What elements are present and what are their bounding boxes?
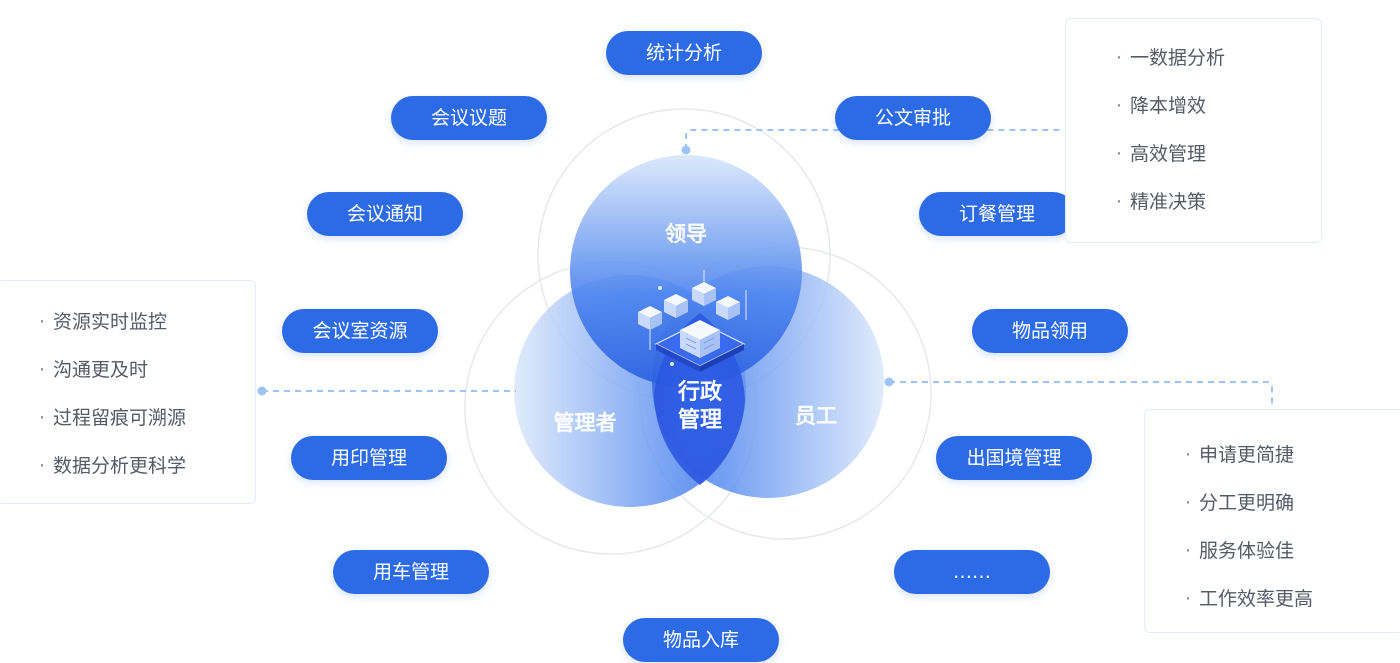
bullet: · xyxy=(39,455,46,477)
bullet: · xyxy=(1116,191,1123,213)
list-item: ·一数据分析 xyxy=(1116,47,1226,69)
module-vehicle-management[interactable]: 用车管理 xyxy=(333,550,489,594)
bullet: · xyxy=(1185,588,1192,610)
bullet: · xyxy=(39,407,46,429)
module-label: 用印管理 xyxy=(330,447,407,469)
list-item: ·数据分析更科学 xyxy=(39,455,187,477)
staff-connector-dot xyxy=(884,377,894,387)
leader-label: 领导 xyxy=(665,222,707,246)
list-item: ·降本增效 xyxy=(1116,95,1207,117)
module-label: 出国境管理 xyxy=(966,447,1062,469)
leader-connector-dot xyxy=(681,145,691,155)
module-label: 物品领用 xyxy=(1011,320,1088,342)
staff-connector xyxy=(889,381,1273,408)
staff-label: 员工 xyxy=(795,404,837,428)
leader-connector xyxy=(685,129,1064,150)
server-cluster-icon xyxy=(638,270,747,372)
list-item: ·资源实时监控 xyxy=(39,311,168,333)
manager-benefits-panel: ·资源实时监控 ·沟通更及时 ·过程留痕可溯源 ·数据分析更科学 xyxy=(0,280,256,504)
module-label: 物品入库 xyxy=(662,629,739,651)
list-item: ·精准决策 xyxy=(1116,191,1207,213)
module-label: 公文审批 xyxy=(874,107,951,129)
module-label: 会议室资源 xyxy=(312,320,408,342)
module-goods-storage[interactable]: 物品入库 xyxy=(623,618,779,662)
bullet: · xyxy=(1116,95,1123,117)
module-label: 会议通知 xyxy=(346,203,423,225)
bullet: · xyxy=(1185,540,1192,562)
module-meal-ordering[interactable]: 订餐管理 xyxy=(919,192,1075,236)
module-label: 用车管理 xyxy=(372,561,449,583)
bullet: · xyxy=(1185,492,1192,514)
staff-benefits-panel: ·申请更简捷 ·分工更明确 ·服务体验佳 ·工作效率更高 xyxy=(1144,409,1400,633)
module-statistics[interactable]: 统计分析 xyxy=(606,31,762,75)
leader-circle xyxy=(570,155,802,387)
list-item: ·过程留痕可溯源 xyxy=(39,407,187,429)
module-label: 统计分析 xyxy=(645,42,722,64)
list-item: ·服务体验佳 xyxy=(1185,540,1295,562)
module-overseas-travel[interactable]: 出国境管理 xyxy=(936,436,1092,480)
center-label-line1: 行政 xyxy=(677,380,722,405)
list-item: ·工作效率更高 xyxy=(1185,588,1314,610)
module-label: 订餐管理 xyxy=(958,203,1035,225)
module-meeting-topics[interactable]: 会议议题 xyxy=(391,96,547,140)
module-more[interactable]: …… xyxy=(894,550,1050,594)
leader-benefits-panel: ·一数据分析 ·降本增效 ·高效管理 ·精准决策 xyxy=(1065,18,1322,243)
module-label: …… xyxy=(953,561,991,583)
module-document-approval[interactable]: 公文审批 xyxy=(835,96,991,140)
manager-connector-dot xyxy=(257,386,267,396)
list-item: ·申请更简捷 xyxy=(1185,444,1295,466)
module-seal-management[interactable]: 用印管理 xyxy=(291,436,447,480)
list-item: ·分工更明确 xyxy=(1185,492,1295,514)
bullet: · xyxy=(1116,143,1123,165)
bullet: · xyxy=(39,311,46,333)
list-item: ·沟通更及时 xyxy=(39,359,149,381)
bullet: · xyxy=(1185,444,1192,466)
module-label: 会议议题 xyxy=(430,107,507,129)
module-meeting-room[interactable]: 会议室资源 xyxy=(282,309,438,353)
list-item: ·高效管理 xyxy=(1116,143,1207,165)
manager-label: 管理者 xyxy=(553,411,617,435)
center-label-line2: 管理 xyxy=(677,408,722,433)
bullet: · xyxy=(1116,47,1123,69)
module-meeting-notice[interactable]: 会议通知 xyxy=(307,192,463,236)
module-goods-requisition[interactable]: 物品领用 xyxy=(972,309,1128,353)
bullet: · xyxy=(39,359,46,381)
